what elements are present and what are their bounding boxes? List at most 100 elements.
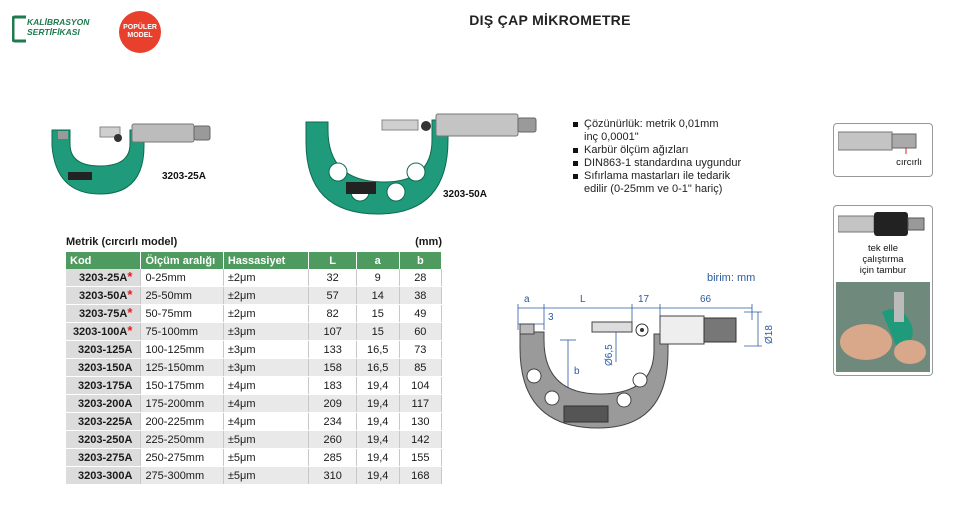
dim-17-label: 17 (638, 294, 650, 305)
popular-star: * (127, 286, 133, 302)
cell-accuracy: ±2μm (223, 286, 310, 305)
feature-item: Sıfırlama mastarları ile tedarik edilir … (572, 170, 762, 196)
cell-range: 0-25mm (140, 269, 224, 287)
cell-a: 19,4 (356, 376, 400, 395)
cell-code: 3203-225A (66, 412, 142, 431)
cell-b: 104 (399, 376, 443, 395)
specification-table: Kod Ölçüm aralığı Hassasiyet L a b 3203-… (66, 252, 443, 485)
cell-a: 19,4 (356, 412, 400, 431)
cell-code: 3203-200A (66, 394, 142, 413)
cell-accuracy: ±2μm (223, 304, 310, 323)
feature-list: Çözünürlük: metrik 0,01mm inç 0,0001" Ka… (572, 118, 762, 196)
cell-code: 3203-175A (66, 376, 142, 395)
cell-b: 117 (399, 394, 443, 413)
cell-accuracy: ±5μm (223, 430, 310, 449)
cell-b: 60 (399, 322, 443, 341)
cell-L: 183 (308, 376, 357, 395)
popular-model-badge: POPÜLER MODEL (119, 11, 161, 53)
cell-L: 209 (308, 394, 357, 413)
cell-L: 310 (308, 466, 357, 485)
cell-code: 3203-125A (66, 340, 142, 359)
cell-range: 125-150mm (140, 358, 224, 377)
ratchet-detail-panel: cırcırlı (833, 123, 933, 177)
cell-accuracy: ±4μm (223, 376, 310, 395)
ratchet-image (838, 131, 917, 154)
cell-code: 3203-100A* (66, 322, 142, 341)
cell-range: 200-225mm (140, 412, 224, 431)
dim-3-label: 3 (548, 312, 554, 323)
cell-L: 285 (308, 448, 357, 467)
dimension-diagram: a L 17 66 3 b Ø6,5 Ø18 (517, 294, 775, 429)
cell-range: 150-175mm (140, 376, 224, 395)
cell-L: 32 (308, 269, 357, 287)
cell-range: 250-275mm (140, 448, 224, 467)
cell-L: 133 (308, 340, 357, 359)
cell-range: 100-125mm (140, 340, 224, 359)
dim-b-label: b (574, 366, 580, 377)
cell-a: 9 (356, 269, 400, 287)
unit-label: birim: mm (707, 272, 756, 284)
cell-a: 14 (356, 286, 400, 305)
table-header-row: Kod Ölçüm aralığı Hassasiyet L a b (66, 252, 443, 269)
cell-a: 16,5 (356, 358, 400, 377)
cell-range: 50-75mm (140, 304, 224, 323)
popular-star: * (127, 304, 133, 320)
cell-b: 38 (399, 286, 443, 305)
popular-star: * (127, 268, 133, 284)
cell-b: 155 (399, 448, 443, 467)
hand-usage-photo (836, 282, 930, 372)
cell-b: 49 (399, 304, 443, 323)
cell-L: 107 (308, 322, 357, 341)
column-header: Kod (66, 252, 142, 269)
cell-L: 158 (308, 358, 357, 377)
thimble-detail-panel: tek elle çalıştırma için tambur (833, 205, 933, 376)
calibration-logo-icon (12, 15, 26, 43)
column-header: a (356, 252, 400, 269)
cell-code: 3203-300A (66, 466, 142, 485)
cell-accuracy: ±3μm (223, 322, 310, 341)
cell-accuracy: ±5μm (223, 448, 310, 467)
column-header: b (399, 252, 443, 269)
dim-a-label: a (524, 294, 530, 305)
cell-b: 130 (399, 412, 443, 431)
cell-code: 3203-250A (66, 430, 142, 449)
column-header: Hassasiyet (223, 252, 310, 269)
cell-accuracy: ±3μm (223, 358, 310, 377)
cell-accuracy: ±3μm (223, 340, 310, 359)
cell-accuracy: ±5μm (223, 466, 310, 485)
table-caption: Metrik (cırcırlı model) (66, 236, 178, 248)
cell-a: 19,4 (356, 394, 400, 413)
dim-d65-label: Ø6,5 (604, 344, 615, 366)
cell-L: 82 (308, 304, 357, 323)
cell-code: 3203-25A* (66, 268, 142, 287)
cell-code: 3203-275A (66, 448, 142, 467)
column-header: L (308, 252, 357, 269)
dim-L-label: L (580, 294, 586, 305)
micrometer-50a-image (305, 113, 537, 215)
calibration-logo-text: KALİBRASYON SERTİFİKASI (27, 17, 90, 37)
cell-range: 275-300mm (140, 466, 224, 485)
cell-a: 19,4 (356, 448, 400, 467)
cell-b: 73 (399, 340, 443, 359)
cell-L: 260 (308, 430, 357, 449)
dim-66-label: 66 (700, 294, 712, 305)
cell-range: 75-100mm (140, 322, 224, 341)
page-title: DIŞ ÇAP MİKROMETRE (469, 12, 631, 28)
feature-item: Çözünürlük: metrik 0,01mm inç 0,0001" (572, 118, 762, 144)
cell-range: 25-50mm (140, 286, 224, 305)
cell-b: 168 (399, 466, 443, 485)
popular-star: * (127, 322, 133, 338)
cell-a: 15 (356, 322, 400, 341)
cell-code: 3203-150A (66, 358, 142, 377)
cell-accuracy: ±4μm (223, 412, 310, 431)
cell-a: 16,5 (356, 340, 400, 359)
cell-L: 57 (308, 286, 357, 305)
cell-a: 19,4 (356, 466, 400, 485)
